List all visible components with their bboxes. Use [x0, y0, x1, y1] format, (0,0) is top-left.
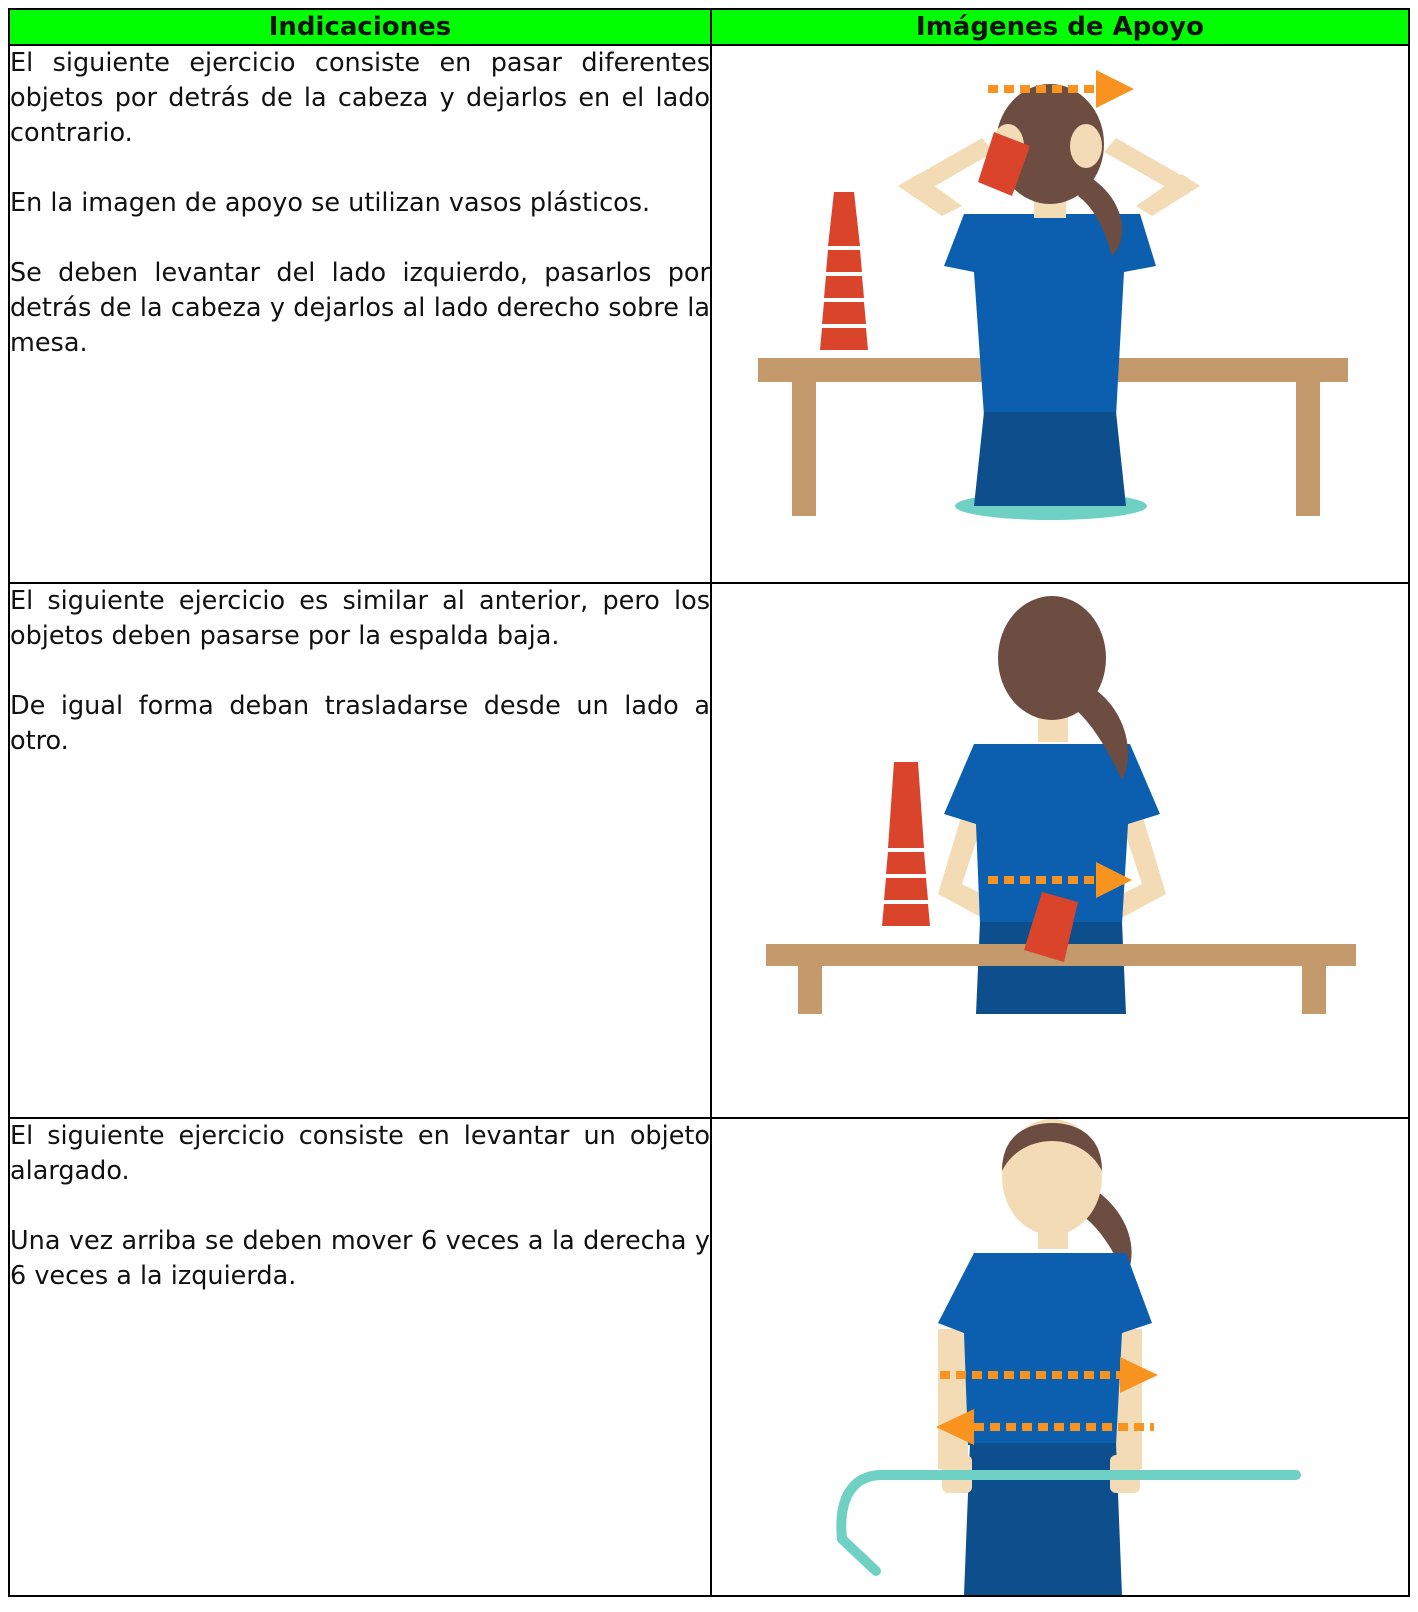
shirt [944, 214, 1156, 416]
arrow-right-icon [988, 70, 1134, 108]
head [996, 84, 1104, 204]
cup-stack [882, 762, 930, 926]
illustration-cups-behind-back [766, 596, 1356, 1014]
pants [964, 1443, 1122, 1595]
instruction-paragraph: En la imagen de apoyo se utilizan vasos … [10, 188, 651, 218]
table-row: El siguiente ejercicio consiste en levan… [8, 1117, 1410, 1597]
exercise-sheet: Indicaciones Imágenes de Apoyo El siguie… [8, 8, 1410, 1597]
table-leg [798, 966, 822, 1014]
support-image-cell [710, 44, 1410, 584]
head [1002, 1119, 1102, 1235]
cane [836, 1470, 1301, 1576]
instruction-paragraph: Se deben levantar del lado izquierdo, pa… [10, 258, 710, 358]
table-leg [1302, 966, 1326, 1014]
arrow-left-icon [936, 1409, 1154, 1445]
table-header-row: Indicaciones Imágenes de Apoyo [8, 8, 1410, 46]
instruction-paragraph: El siguiente ejercicio es similar al ant… [10, 586, 710, 651]
arrow-right-icon [988, 862, 1132, 898]
support-image-cell [710, 582, 1410, 1119]
held-cup [978, 132, 1030, 196]
hair [1002, 1123, 1102, 1171]
instruction-paragraph: De igual forma deban trasladarse desde u… [10, 691, 710, 756]
table-leg [1296, 382, 1320, 516]
support-image-cell [710, 1117, 1410, 1597]
ponytail [1078, 176, 1123, 256]
held-cup [1024, 892, 1078, 962]
exercise-table: Indicaciones Imágenes de Apoyo El siguie… [8, 8, 1410, 1597]
instructions-cell: El siguiente ejercicio consiste en pasar… [8, 44, 712, 584]
pants [974, 412, 1126, 506]
illustration-cane-lift [836, 1119, 1301, 1595]
shirt [938, 1253, 1152, 1445]
arrow-right-icon [940, 1357, 1158, 1393]
header-imagenes-de-apoyo: Imágenes de Apoyo [710, 8, 1410, 46]
instruction-paragraph: Una vez arriba se deben mover 6 veces a … [10, 1226, 710, 1291]
ponytail [1076, 686, 1129, 780]
instruction-paragraph: El siguiente ejercicio consiste en levan… [10, 1121, 710, 1186]
instruction-paragraph: El siguiente ejercicio consiste en pasar… [10, 48, 710, 148]
table-row: El siguiente ejercicio consiste en pasar… [8, 44, 1410, 584]
table-row: El siguiente ejercicio es similar al ant… [8, 582, 1410, 1119]
illustration-cups-behind-head [758, 70, 1348, 520]
head [998, 596, 1106, 720]
instructions-cell: El siguiente ejercicio consiste en levan… [8, 1117, 712, 1597]
header-indicaciones: Indicaciones [8, 8, 712, 46]
table-leg [792, 382, 816, 516]
instructions-cell: El siguiente ejercicio es similar al ant… [8, 582, 712, 1119]
cup-stack [820, 192, 868, 350]
